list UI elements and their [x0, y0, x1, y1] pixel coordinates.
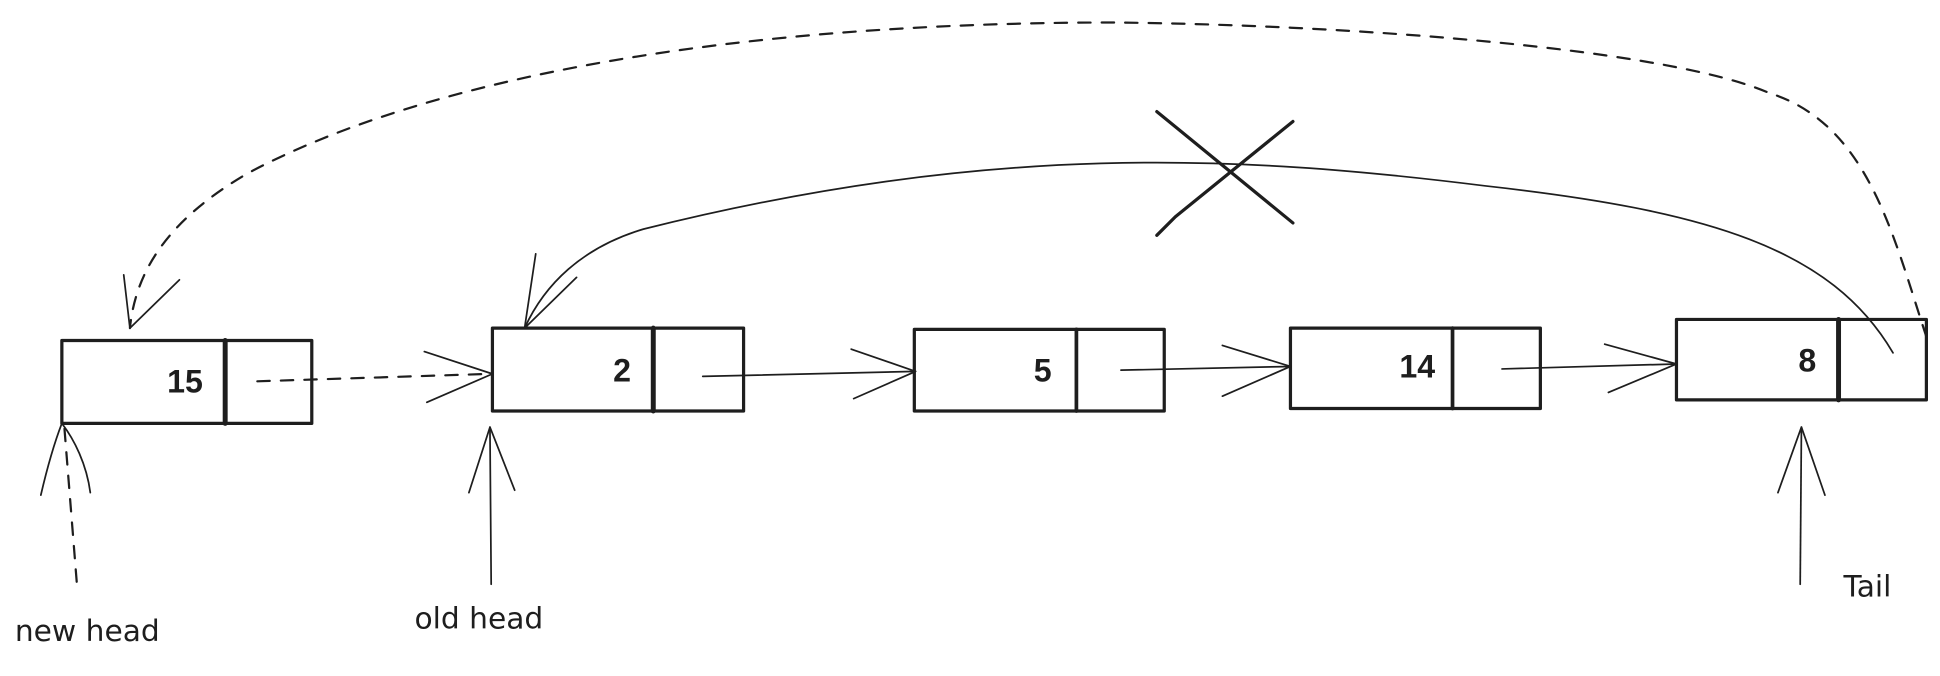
- old-head-label: old head: [414, 602, 543, 637]
- new-head-label: new head: [15, 614, 160, 649]
- node-value: 5: [1034, 352, 1052, 388]
- arrow-15-to-2: [256, 350, 494, 404]
- arrow-14-to-8: [1501, 343, 1678, 394]
- node-value: 8: [1798, 342, 1816, 378]
- arrow-2-to-5: [701, 348, 917, 400]
- node-2: 2: [490, 325, 746, 414]
- arrow-tail-to-new-head: [122, 21, 1928, 338]
- tail-pointer: Tail: [1777, 426, 1891, 605]
- node-value: 14: [1399, 349, 1435, 385]
- old-head-pointer: old head: [414, 426, 543, 637]
- node-14: 14: [1288, 326, 1542, 411]
- tail-label: Tail: [1842, 570, 1891, 605]
- node-15: 15: [60, 338, 314, 426]
- node-8: 8: [1674, 316, 1928, 403]
- node-value: 15: [167, 363, 203, 399]
- node-value: 2: [613, 352, 631, 388]
- cross-out-icon: [1155, 109, 1295, 237]
- new-head-pointer: new head: [15, 422, 160, 649]
- arrow-5-to-14: [1120, 344, 1292, 398]
